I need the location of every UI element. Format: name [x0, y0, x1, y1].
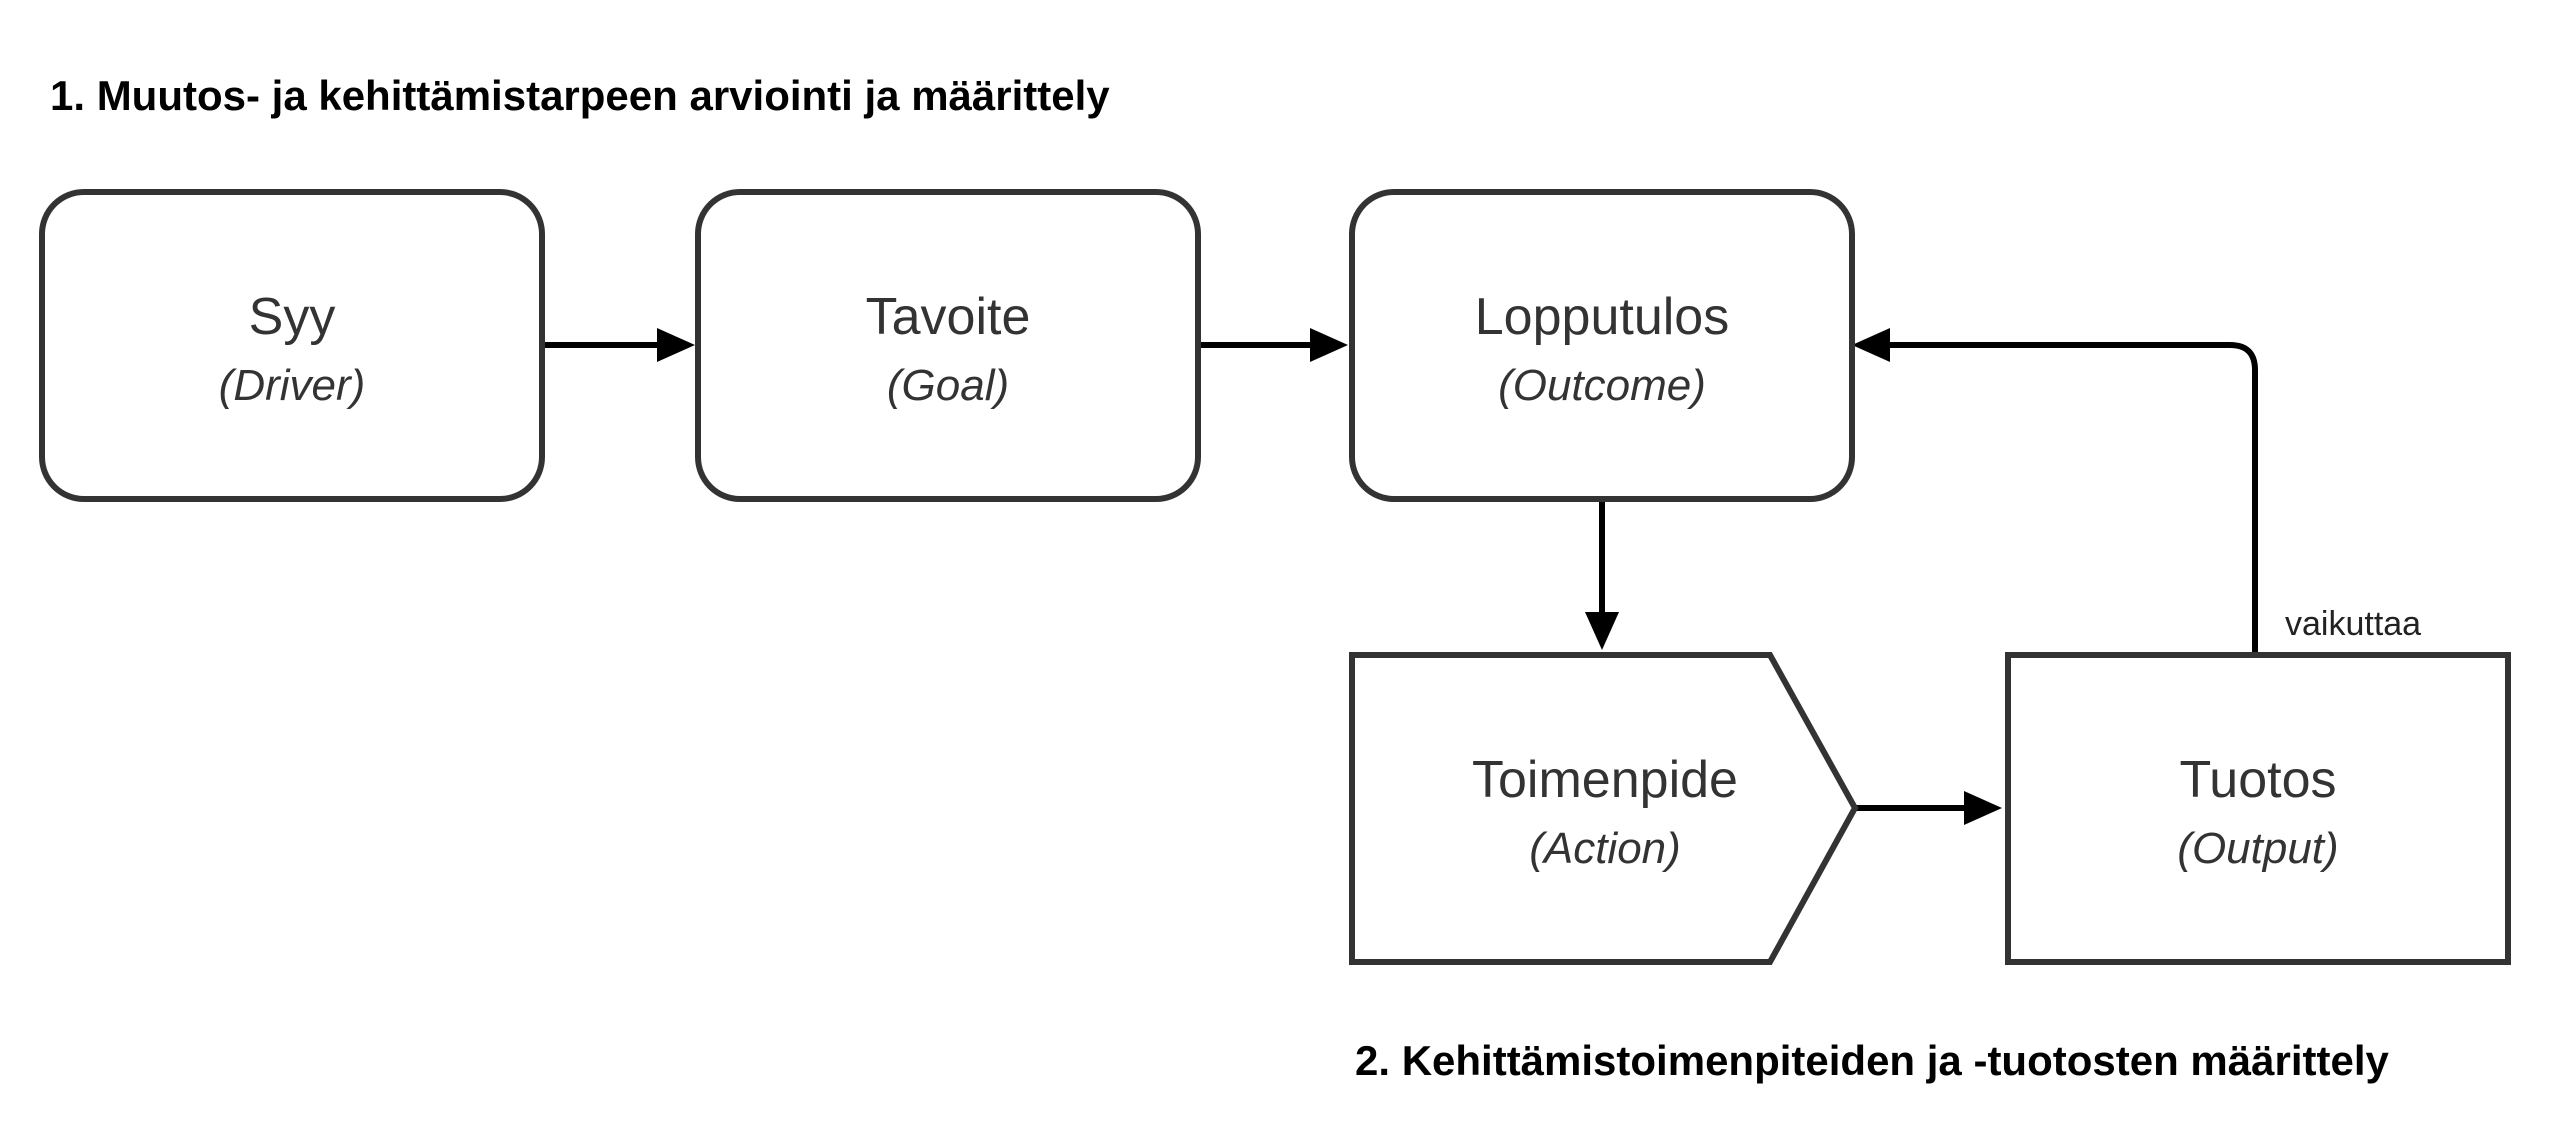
edge-output-to-outcome: [1852, 328, 2258, 652]
node-outcome-sublabel: (Outcome): [1498, 361, 1706, 410]
node-goal-sublabel: (Goal): [887, 361, 1009, 410]
node-action-label: Toimenpide: [1472, 751, 1738, 809]
edge-action-to-output: [1855, 791, 2002, 825]
node-driver-label: Syy: [249, 288, 336, 346]
node-goal: Tavoite (Goal): [695, 189, 1201, 502]
node-driver: Syy (Driver): [39, 189, 545, 502]
node-driver-sublabel: (Driver): [219, 361, 366, 410]
node-outcome-label: Lopputulos: [1475, 288, 1729, 346]
node-goal-label: Tavoite: [866, 288, 1031, 346]
node-output: Tuotos (Output): [2005, 652, 2511, 965]
node-outcome: Lopputulos (Outcome): [1349, 189, 1855, 502]
node-output-label: Tuotos: [2179, 751, 2336, 809]
section-1-title: 1. Muutos- ja kehittämistarpeen arvioint…: [50, 72, 1110, 119]
edge-outcome-to-action: [1585, 500, 1619, 650]
edge-goal-to-outcome: [1200, 328, 1348, 362]
node-action-sublabel: (Action): [1529, 824, 1681, 873]
edge-driver-to-goal: [545, 328, 695, 362]
section-2-title: 2. Kehittämistoimenpiteiden ja -tuotoste…: [1355, 1037, 2389, 1084]
node-output-sublabel: (Output): [2177, 824, 2338, 873]
edge-label-vaikuttaa: vaikuttaa: [2285, 605, 2421, 643]
node-action: Toimenpide (Action): [1349, 652, 1859, 965]
